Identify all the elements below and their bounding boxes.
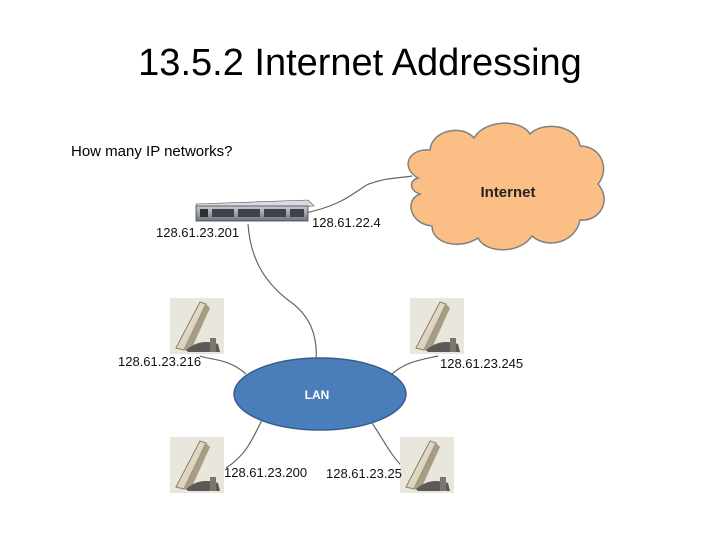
cable-host1-lan [199, 355, 247, 375]
cable-host4-lan [369, 419, 405, 469]
slide-title: 13.5.2 Internet Addressing [138, 42, 582, 84]
cable-host2-lan [391, 355, 439, 375]
router-ip-lan: 128.61.23.201 [156, 225, 239, 240]
router-ip-wan: 128.61.22.4 [312, 215, 381, 230]
host-ip-2: 128.61.23.245 [440, 356, 523, 371]
cable-router-internet [299, 175, 413, 215]
internet-cloud [407, 122, 605, 251]
workstation-1 [169, 297, 225, 355]
cable-host3-lan [225, 419, 263, 469]
workstation-4 [399, 436, 455, 494]
workstation-3 [169, 436, 225, 494]
host-ip-1: 128.61.23.216 [118, 354, 201, 369]
cable-router-lan [247, 223, 317, 363]
lan-ellipse [233, 357, 407, 431]
workstation-2 [409, 297, 465, 355]
internet-label: Internet [480, 184, 535, 201]
host-ip-4: 128.61.23.25 [326, 466, 402, 481]
router [195, 199, 315, 222]
host-ip-3: 128.61.23.200 [224, 465, 307, 480]
question-text: How many IP networks? [71, 143, 233, 160]
lan-label: LAN [305, 388, 330, 402]
